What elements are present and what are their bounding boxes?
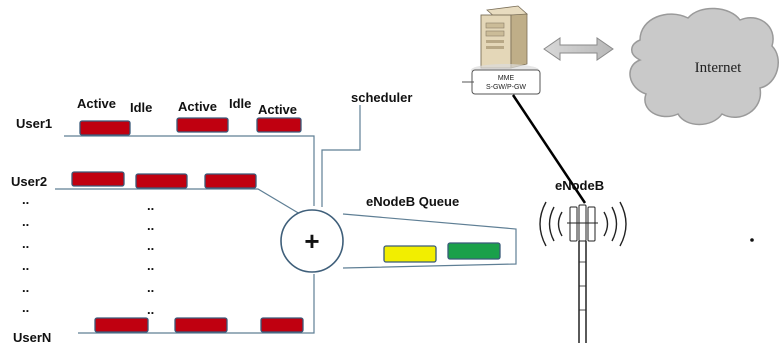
user2-active-block-1 [71, 171, 125, 187]
user1-active-block-3 [256, 117, 302, 133]
internet-label: Internet [695, 60, 742, 76]
scheduler-plus-symbol: + [304, 226, 319, 256]
svg-text:..: .. [147, 218, 154, 233]
core-label-sgw-pgw: S-GW/P-GW [486, 84, 526, 91]
bidirectional-arrow-icon [543, 37, 614, 61]
internet-cloud-icon [629, 7, 779, 126]
svg-text:..: .. [22, 236, 29, 251]
usern-active-block-3 [260, 317, 304, 333]
user1-line [64, 135, 315, 206]
ellipsis-column-middle: .. .. .. .. .. .. [147, 198, 154, 317]
user2-label: User2 [11, 174, 47, 189]
radio-waves-icon [539, 201, 627, 247]
queue-packet-yellow [383, 245, 437, 263]
stray-dot [750, 238, 754, 242]
usern-active-block-2 [174, 317, 228, 333]
user1-active-block-1 [79, 120, 131, 136]
user2-active-block-3 [204, 173, 257, 189]
state-label-idle-1: Idle [130, 100, 152, 115]
scheduler-label: scheduler [351, 90, 412, 105]
scheduler-leader-line [321, 105, 361, 207]
svg-text:..: .. [22, 300, 29, 315]
user1-label: User1 [16, 116, 52, 131]
state-label-active-3: Active [258, 102, 297, 117]
svg-text:..: .. [147, 280, 154, 295]
enodeb-label: eNodeB [555, 178, 604, 193]
user1-active-block-2 [176, 117, 229, 133]
svg-text:..: .. [22, 258, 29, 273]
user2-line [55, 188, 301, 215]
queue-packet-green [447, 242, 501, 260]
svg-text:..: .. [147, 302, 154, 317]
svg-text:..: .. [22, 192, 29, 207]
state-label-idle-2: Idle [229, 96, 251, 111]
state-label-active-1: Active [77, 96, 116, 111]
state-label-active-2: Active [178, 99, 217, 114]
usern-label: UserN [13, 330, 51, 343]
enodeb-queue-label: eNodeB Queue [366, 194, 459, 209]
usern-active-block-1 [94, 317, 149, 333]
svg-text:..: .. [22, 214, 29, 229]
core-server-icon [471, 5, 539, 76]
scheduler-node [280, 209, 344, 273]
svg-text:..: .. [147, 258, 154, 273]
enodeb-queue-outline [342, 213, 517, 269]
usern-line [78, 274, 315, 334]
svg-text:..: .. [147, 238, 154, 253]
ellipsis-column-left: .. .. .. .. .. .. [22, 192, 29, 315]
enodeb-tower-icon [567, 204, 598, 343]
user2-active-block-2 [135, 173, 188, 189]
backhaul-link [511, 94, 587, 204]
svg-text:..: .. [147, 198, 154, 213]
core-label-mme: MME [498, 75, 515, 82]
svg-text:..: .. [22, 280, 29, 295]
